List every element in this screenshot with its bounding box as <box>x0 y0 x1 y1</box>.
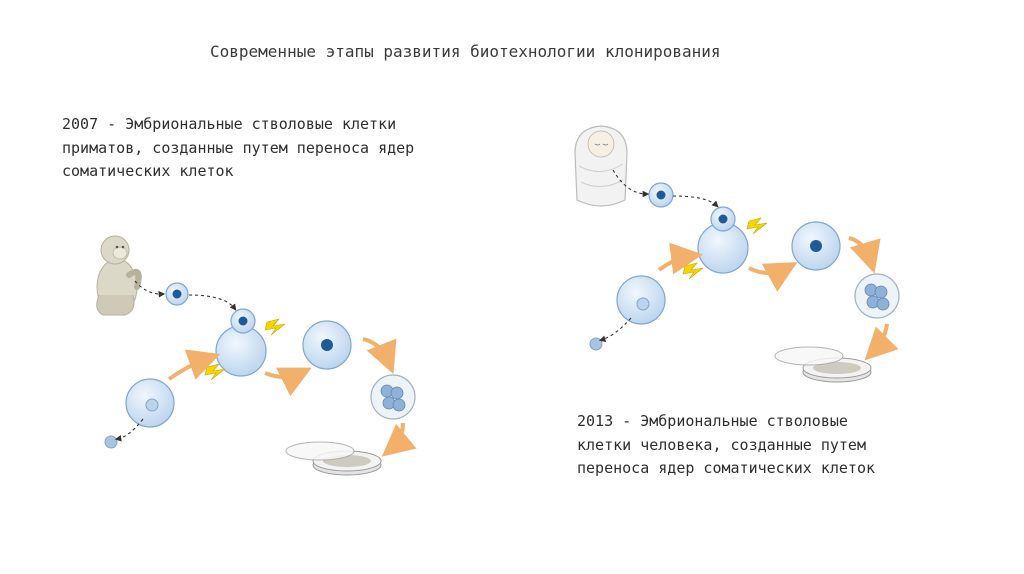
process-arrow <box>169 358 209 379</box>
caption-2013: 2013 - Эмбриональные стволовые клетки че… <box>577 410 897 481</box>
slide-title: Современные этапы развития биотехнологии… <box>210 40 810 64</box>
removed-nucleus-icon <box>105 436 117 448</box>
process-arrow <box>265 373 301 377</box>
transfer-arrow <box>673 196 717 206</box>
monkey-icon <box>97 236 139 315</box>
primate-cloning-diagram <box>85 225 445 485</box>
process-arrow <box>873 324 887 352</box>
reconstructed-embryo-icon <box>303 321 351 369</box>
human-cloning-diagram <box>565 118 925 388</box>
petri-dish-icon <box>775 347 871 382</box>
lightning-icon <box>683 263 703 279</box>
fused-cell-icon <box>216 309 266 376</box>
oocyte-icon <box>126 379 174 427</box>
blastocyst-icon <box>855 274 899 318</box>
process-arrow <box>363 339 389 363</box>
lightning-icon <box>747 218 767 234</box>
blastocyst-icon <box>371 375 415 419</box>
fused-cell-icon <box>698 207 748 273</box>
process-arrow <box>391 423 403 449</box>
somatic-cell-icon <box>649 183 673 207</box>
removed-nucleus-icon <box>590 338 602 350</box>
process-arrow <box>749 268 787 273</box>
baby-icon <box>575 126 627 206</box>
somatic-cell-icon <box>166 283 188 305</box>
process-arrow <box>849 238 871 262</box>
oocyte-icon <box>617 276 665 324</box>
petri-dish-icon <box>286 442 381 475</box>
reconstructed-embryo-icon <box>792 222 840 270</box>
enucleation-arrow <box>601 318 631 340</box>
lightning-icon <box>265 319 285 335</box>
transfer-arrow <box>189 295 235 309</box>
caption-2007: 2007 - Эмбриональные стволовые клетки пр… <box>62 113 432 184</box>
